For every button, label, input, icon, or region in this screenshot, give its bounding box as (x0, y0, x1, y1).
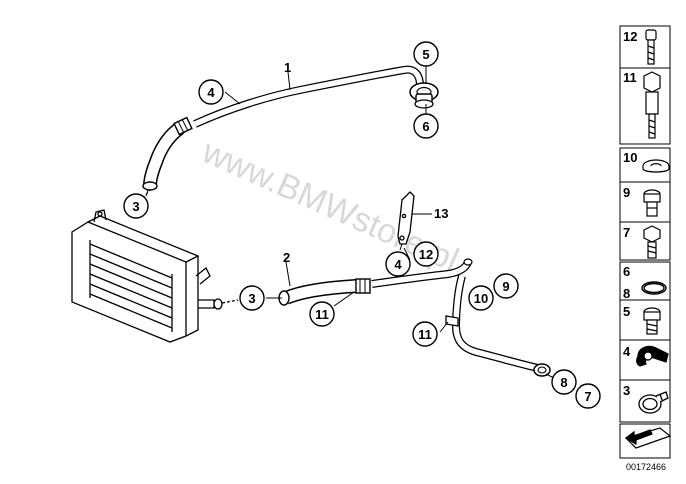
side-label-12: 12 (623, 29, 637, 44)
svg-text:4: 4 (394, 257, 402, 272)
svg-text:3: 3 (248, 291, 255, 306)
svg-text:11: 11 (315, 307, 329, 322)
callout-7: 7 (575, 383, 601, 409)
bolt-5-icon (643, 307, 661, 335)
oil-line-upper[interactable] (142, 65, 439, 191)
side-label-9: 9 (623, 185, 630, 200)
svg-text:5: 5 (422, 47, 429, 62)
side-label-7: 7 (623, 225, 630, 240)
callout-3-upper: 3 (123, 193, 149, 219)
side-label-6: 6 (623, 264, 630, 279)
o-ring-6-8-icon (641, 281, 667, 295)
side-label-8: 8 (623, 286, 630, 301)
callout-8: 8 (551, 369, 577, 395)
side-label-3: 3 (623, 383, 630, 398)
side-label-4: 4 (623, 344, 631, 359)
callout-4-upper: 4 (198, 79, 224, 105)
svg-text:2: 2 (283, 250, 290, 265)
hollow-bolt-9-icon (643, 189, 661, 217)
svg-text:8: 8 (560, 375, 567, 390)
callout-12: 12 (413, 241, 439, 267)
callout-11-lower-hose: 11 (309, 301, 335, 327)
svg-text:9: 9 (502, 279, 509, 294)
document-id: 00172466 (626, 462, 666, 472)
hose-clamp-3-icon (638, 391, 669, 414)
callout-1: 1 (284, 60, 291, 75)
callout-5: 5 (413, 41, 439, 67)
svg-text:12: 12 (419, 247, 433, 262)
side-label-5: 5 (623, 304, 630, 319)
banjo-bolt-7-icon (643, 225, 661, 259)
oil-cooler[interactable] (71, 209, 239, 343)
svg-text:11: 11 (418, 327, 432, 342)
svg-text:13: 13 (434, 206, 448, 221)
svg-text:6: 6 (422, 119, 429, 134)
arrow-cutaway-icon (624, 427, 672, 449)
clip-4-icon (636, 345, 669, 367)
mounting-bracket[interactable] (397, 191, 415, 245)
bolt-12-icon (645, 29, 657, 65)
side-panel (619, 25, 671, 459)
side-label-11: 11 (623, 70, 637, 85)
callout-13: 13 (434, 206, 448, 221)
side-label-10: 10 (623, 150, 637, 165)
callout-11-pipe: 11 (412, 321, 438, 347)
svg-text:4: 4 (207, 85, 215, 100)
stud-11-icon (643, 71, 661, 139)
svg-text:3: 3 (132, 199, 139, 214)
callout-6: 6 (413, 113, 439, 139)
svg-text:10: 10 (474, 291, 488, 306)
washer-10-icon (642, 159, 670, 173)
svg-text:7: 7 (584, 389, 591, 404)
callout-2: 2 (283, 250, 290, 265)
callout-10: 10 (468, 285, 494, 311)
callout-3-lower: 3 (239, 285, 265, 311)
oil-line-lower[interactable] (278, 258, 551, 377)
callout-4-lower: 4 (385, 251, 411, 277)
callout-9: 9 (493, 273, 519, 299)
svg-text:1: 1 (284, 60, 291, 75)
